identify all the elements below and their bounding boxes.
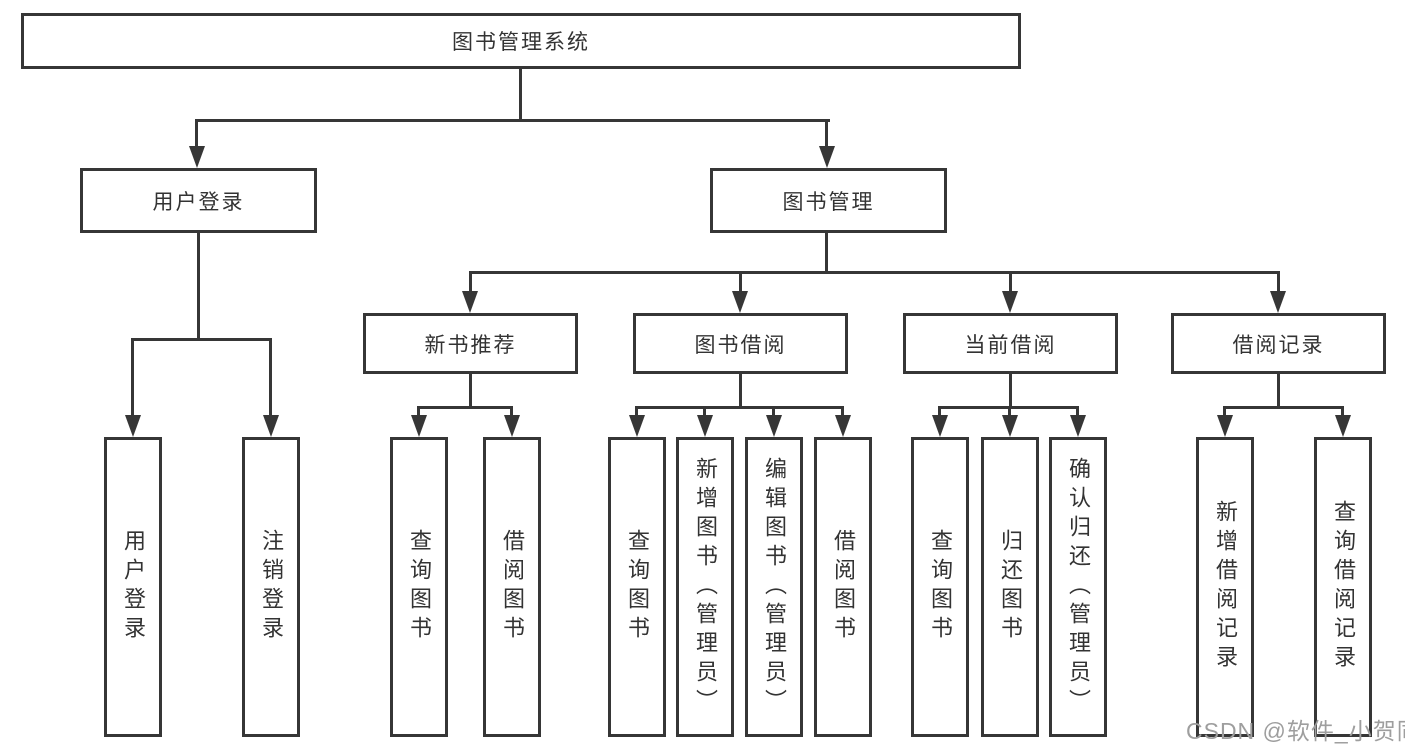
node-new-book-recommend: 新书推荐 — [363, 313, 578, 374]
connector-newbook-child2 — [510, 406, 513, 415]
node-book-borrow: 图书借阅 — [633, 313, 848, 374]
connector-bookmgmt-stem — [825, 233, 828, 271]
arrow-borrow-records — [1270, 291, 1286, 313]
arrow-newbook-child2 — [504, 415, 520, 437]
arrow-user-login — [189, 146, 205, 168]
leaf-borrow-books-label: 借阅图书 — [831, 529, 856, 645]
connector-records-child2 — [1341, 406, 1344, 415]
connector-user-stem — [197, 233, 200, 338]
leaf-logout-label: 注销登录 — [259, 529, 284, 645]
connector-to-leaf-logout — [269, 338, 272, 415]
connector-to-current-borrow — [1009, 271, 1012, 291]
connector-current-stem — [1009, 374, 1012, 406]
leaf-borrow-books: 借阅图书 — [814, 437, 872, 737]
leaf-add-borrow-record: 新增借阅记录 — [1196, 437, 1254, 737]
connector-current-child2 — [1008, 406, 1011, 415]
arrow-current-child3 — [1070, 415, 1086, 437]
leaf-user-login: 用户登录 — [104, 437, 162, 737]
leaf-edit-book-admin: 编辑图书（管理员） — [745, 437, 803, 737]
leaf-add-borrow-record-label: 新增借阅记录 — [1213, 500, 1238, 674]
arrow-records-child1 — [1217, 415, 1233, 437]
connector-records-bar — [1223, 406, 1344, 409]
arrow-borrow-child1 — [629, 415, 645, 437]
connector-user-bar — [131, 338, 272, 341]
connector-newbook-stem — [469, 374, 472, 406]
leaf-confirm-return-admin-label: 确认归还（管理员） — [1066, 456, 1091, 718]
leaf-query-books-recommend: 查询图书 — [390, 437, 448, 737]
leaf-query-books-borrow-label: 查询图书 — [625, 529, 650, 645]
node-borrow-records-label: 借阅记录 — [1232, 333, 1325, 357]
leaf-add-book-admin: 新增图书（管理员） — [676, 437, 734, 737]
arrow-borrow-child4 — [835, 415, 851, 437]
arrow-newbook-child1 — [411, 415, 427, 437]
leaf-query-books-borrow: 查询图书 — [608, 437, 666, 737]
connector-records-child1 — [1223, 406, 1226, 415]
connector-root-bar — [197, 119, 830, 122]
node-new-book-recommend-label: 新书推荐 — [424, 333, 517, 357]
node-borrow-records: 借阅记录 — [1171, 313, 1386, 374]
arrow-current-child1 — [932, 415, 948, 437]
node-current-borrow: 当前借阅 — [903, 313, 1118, 374]
leaf-query-books-recommend-label: 查询图书 — [407, 529, 432, 645]
leaf-user-login-label: 用户登录 — [121, 529, 146, 645]
node-root-label: 图书管理系统 — [452, 31, 590, 54]
connector-to-new-book — [469, 271, 472, 291]
arrow-book-mgmt — [819, 146, 835, 168]
connector-root-stem — [519, 69, 522, 119]
arrow-current-child2 — [1002, 415, 1018, 437]
node-user-login-label: 用户登录 — [152, 190, 245, 214]
connector-borrow-bar — [635, 406, 844, 409]
connector-to-leaf-login — [131, 338, 134, 415]
connector-current-child3 — [1076, 406, 1079, 415]
connector-borrow-child2 — [703, 406, 706, 415]
node-book-borrow-label: 图书借阅 — [694, 333, 787, 357]
leaf-edit-book-admin-label: 编辑图书（管理员） — [762, 456, 787, 718]
connector-to-book-borrow — [739, 271, 742, 291]
arrow-borrow-child2 — [697, 415, 713, 437]
connector-borrow-child4 — [841, 406, 844, 415]
arrow-leaf-login — [125, 415, 141, 437]
leaf-query-books-current-label: 查询图书 — [928, 529, 953, 645]
connector-borrow-child1 — [635, 406, 638, 415]
connector-records-stem — [1277, 374, 1280, 406]
node-current-borrow-label: 当前借阅 — [964, 333, 1057, 357]
connector-bookmgmt-bar — [469, 271, 1279, 274]
connector-newbook-bar — [417, 406, 513, 409]
connector-borrow-child3 — [772, 406, 775, 415]
node-user-login: 用户登录 — [80, 168, 317, 233]
leaf-borrow-books-recommend-label: 借阅图书 — [500, 529, 525, 645]
leaf-return-book-label: 归还图书 — [998, 529, 1023, 645]
leaf-query-books-current: 查询图书 — [911, 437, 969, 737]
node-book-management-label: 图书管理 — [782, 190, 875, 214]
connector-to-borrow-records — [1277, 271, 1280, 291]
watermark: CSDN @软件_小贺同学 — [1186, 718, 1405, 744]
leaf-return-book: 归还图书 — [981, 437, 1039, 737]
leaf-query-borrow-record: 查询借阅记录 — [1314, 437, 1372, 737]
leaf-confirm-return-admin: 确认归还（管理员） — [1049, 437, 1107, 737]
connector-newbook-child1 — [417, 406, 420, 415]
arrow-current-borrow — [1002, 291, 1018, 313]
arrow-new-book — [462, 291, 478, 313]
leaf-add-book-admin-label: 新增图书（管理员） — [693, 456, 718, 718]
node-root: 图书管理系统 — [21, 13, 1021, 69]
connector-current-child1 — [938, 406, 941, 415]
leaf-query-borrow-record-label: 查询借阅记录 — [1331, 500, 1356, 674]
arrow-borrow-child3 — [766, 415, 782, 437]
connector-to-user-login — [195, 119, 198, 146]
connector-to-book-mgmt — [825, 119, 828, 146]
arrow-book-borrow — [732, 291, 748, 313]
leaf-borrow-books-recommend: 借阅图书 — [483, 437, 541, 737]
arrow-records-child2 — [1335, 415, 1351, 437]
connector-borrow-stem — [739, 374, 742, 406]
node-book-management: 图书管理 — [710, 168, 947, 233]
arrow-leaf-logout — [263, 415, 279, 437]
leaf-logout: 注销登录 — [242, 437, 300, 737]
